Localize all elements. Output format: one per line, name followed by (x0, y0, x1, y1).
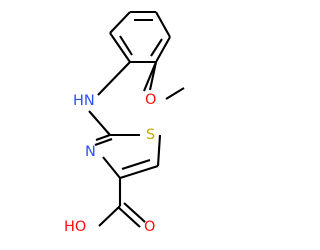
double-bond-inner-3 (119, 35, 133, 56)
bond-c4-c5 (155, 36, 171, 63)
molecule-diagram: HN O S N HO O (64, 10, 185, 235)
bond-c5-c4-double (121, 159, 151, 170)
bond-nh-c2 (88, 110, 111, 136)
bond-c-oh (98, 205, 121, 227)
benzene-ring (109, 10, 171, 64)
bond-c-o-double-2 (123, 202, 146, 223)
bond-n-c2 (95, 134, 111, 141)
bond-c5-c4 (119, 164, 159, 180)
methoxy-oxygen-label: O (145, 92, 156, 108)
bond-ring-nh (97, 61, 131, 96)
bond-c1-c2 (109, 11, 131, 34)
hydroxyl-label: HO (64, 219, 86, 235)
bond-c3-c4 (155, 11, 171, 38)
nh-label: HN (73, 93, 95, 109)
bond-s-c5 (156, 134, 162, 167)
bond-c-o-double-1 (117, 206, 141, 228)
bond-n-c2-double (94, 138, 113, 146)
bond-c4-n (102, 156, 121, 179)
thiazole-ring (94, 133, 162, 180)
bond-ring-to-o (143, 61, 157, 92)
nitrogen-label: N (85, 144, 96, 160)
bond-o-methyl (165, 87, 185, 100)
sulfur-label: S (146, 127, 155, 143)
bond-c6-c1 (109, 32, 131, 63)
carbonyl-oxygen-label: O (144, 219, 155, 235)
double-bond-inner-2 (150, 38, 163, 57)
